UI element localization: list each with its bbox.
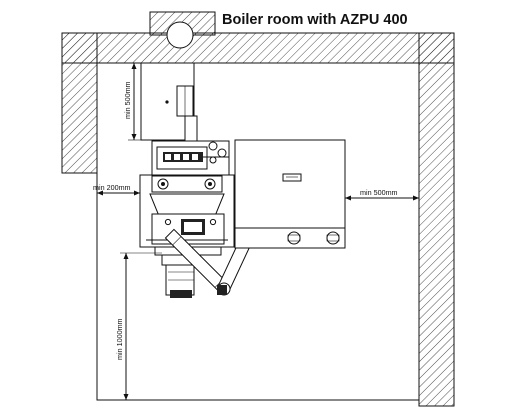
dimension-right: min 500mm: [345, 188, 419, 201]
dimension-chimney: min 500mm: [123, 63, 141, 141]
dimension-left: min 200mm: [93, 183, 140, 196]
flue-pipe: [140, 62, 198, 143]
label-front-clearance: min 1000mm: [115, 318, 124, 360]
chimney: [166, 21, 194, 49]
boiler-controller: [151, 140, 230, 178]
label-right-clearance: min 500mm: [360, 188, 398, 197]
label-chimney-clearance: min 500mm: [123, 81, 132, 119]
boiler-body: [139, 174, 235, 248]
diagram-title: Boiler room with AZPU 400: [222, 12, 408, 28]
dimension-front: min 1000mm: [115, 252, 162, 400]
label-left-clearance: min 200mm: [93, 183, 131, 192]
fuel-hopper: [234, 139, 346, 249]
